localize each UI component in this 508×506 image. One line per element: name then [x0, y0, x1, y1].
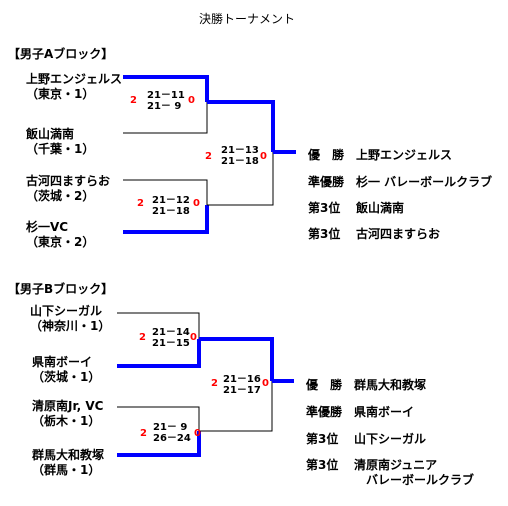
set-count-left: 2: [139, 332, 146, 343]
set-count-right: 0: [260, 151, 267, 162]
team-name: 杉一VC: [26, 220, 69, 234]
bracket-line: [123, 205, 209, 234]
team-entry: 上野エンジェルス （東京・1）: [26, 72, 122, 102]
result-team: 県南ボーイ: [354, 405, 415, 419]
team-prefecture: （東京・2）: [26, 235, 95, 249]
bracket-line: [123, 102, 208, 134]
result-team: 杉一 バレーボールクラブ: [356, 175, 493, 189]
bracket-line: [117, 339, 201, 368]
team-name: 古河四ますらお: [26, 174, 111, 188]
result-row: 準優勝杉一 バレーボールクラブ: [308, 173, 492, 190]
team-prefecture: （千葉・1）: [26, 142, 95, 156]
bracket-line: [117, 406, 200, 431]
set-score: 21－12: [152, 195, 190, 206]
match-score: 21－13 21－18: [221, 145, 259, 167]
result-label: 準優勝: [306, 405, 343, 419]
bracket-line: [123, 179, 208, 205]
team-entry: 古河四ますらお （茨城・2）: [26, 174, 110, 204]
result-row: 第3位 山下シーガル: [306, 430, 426, 447]
result-row: 第3位 古河四ますらお: [308, 225, 440, 242]
match-score: 21－12 21－18: [152, 195, 190, 217]
set-score: 21－11: [147, 90, 185, 101]
team-entry: 飯山満南 （千葉・1）: [26, 127, 94, 157]
set-count-right: 0: [188, 95, 195, 106]
set-count-left: 2: [211, 378, 218, 389]
bracket-line: [117, 431, 201, 457]
page-title: 決勝トーナメント: [199, 12, 296, 26]
set-count-right: 0: [262, 378, 269, 389]
set-score: 21－14: [152, 327, 190, 338]
result-team: 飯山満南: [356, 201, 405, 215]
team-name: 飯山満南: [26, 127, 75, 141]
match-score: 21－ 9 26－24: [153, 422, 191, 444]
result-row: 第3位 清原南ジュニア: [306, 456, 437, 473]
set-count-left: 2: [130, 95, 137, 106]
result-label: 第3位: [306, 432, 339, 446]
bracket-b: [117, 312, 294, 457]
team-prefecture: （茨城・2）: [26, 189, 95, 203]
set-count-right: 0: [190, 332, 197, 343]
team-name: 山下シーガル: [30, 304, 103, 318]
bracket-line: [117, 312, 200, 339]
set-count-left: 2: [137, 198, 144, 209]
bracket-line: [123, 75, 209, 102]
match-score: 21－11 21－ 9: [147, 90, 185, 112]
result-team: 群馬大和教塚: [354, 378, 427, 392]
set-score: 21－ 9: [147, 101, 182, 112]
team-entry: 清原南Jr, VC （栃木・1）: [32, 399, 103, 429]
bracket-line: [199, 337, 274, 381]
team-prefecture: （群馬・1）: [32, 463, 101, 477]
team-prefecture: （東京・1）: [26, 87, 95, 101]
team-name: 群馬大和教塚: [32, 448, 105, 462]
result-row: 準優勝県南ボーイ: [306, 403, 414, 420]
result-team: 上野エンジェルス: [356, 148, 453, 162]
team-name: 清原南Jr, VC: [32, 399, 104, 413]
team-entry: 杉一VC （東京・2）: [26, 220, 94, 250]
set-score: 21－13: [221, 145, 259, 156]
team-name: 県南ボーイ: [32, 355, 93, 369]
result-row: 第3位 飯山満南: [308, 199, 404, 216]
result-row: 優 勝群馬大和教塚: [306, 376, 426, 393]
set-score: 21－ 9: [153, 422, 188, 433]
set-score: 26－24: [153, 433, 191, 444]
block-b-heading: 【男子Bブロック】: [8, 282, 114, 296]
set-score: 21－18: [152, 206, 190, 217]
result-row: 優 勝上野エンジェルス: [308, 146, 452, 163]
set-count-left: 2: [205, 151, 212, 162]
result-label: 優 勝: [306, 378, 343, 392]
match-score: 21－16 21－17: [223, 374, 261, 396]
team-entry: 群馬大和教塚 （群馬・1）: [32, 448, 104, 478]
block-a-heading: 【男子Aブロック】: [8, 47, 114, 61]
bracket-line: [207, 152, 274, 206]
set-score: 21－16: [223, 374, 261, 385]
team-prefecture: （栃木・1）: [32, 414, 101, 428]
result-team: 山下シーガル: [354, 432, 427, 446]
bracket-a: [123, 75, 296, 234]
result-label: 第3位: [308, 227, 341, 241]
bracket-line: [207, 100, 275, 152]
bracket-line: [199, 381, 273, 432]
set-count-right: 0: [194, 428, 201, 439]
team-name: 上野エンジェルス: [26, 72, 123, 86]
team-prefecture: （茨城・1）: [32, 370, 101, 384]
result-team-continued: バレーボールクラブ: [366, 473, 475, 487]
set-score: 21－15: [152, 338, 190, 349]
team-prefecture: （神奈川・1）: [30, 319, 111, 333]
set-count-left: 2: [140, 428, 147, 439]
set-score: 21－17: [223, 385, 261, 396]
set-count-right: 0: [193, 198, 200, 209]
result-team: 古河四ますらお: [356, 227, 441, 241]
result-label: 準優勝: [308, 175, 345, 189]
result-label: 第3位: [306, 458, 339, 472]
result-team: 清原南ジュニア: [354, 458, 438, 472]
result-label: 優 勝: [308, 148, 345, 162]
team-entry: 山下シーガル （神奈川・1）: [30, 304, 110, 334]
team-entry: 県南ボーイ （茨城・1）: [32, 355, 100, 385]
set-score: 21－18: [221, 156, 259, 167]
result-label: 第3位: [308, 201, 341, 215]
match-score: 21－14 21－15: [152, 327, 190, 349]
